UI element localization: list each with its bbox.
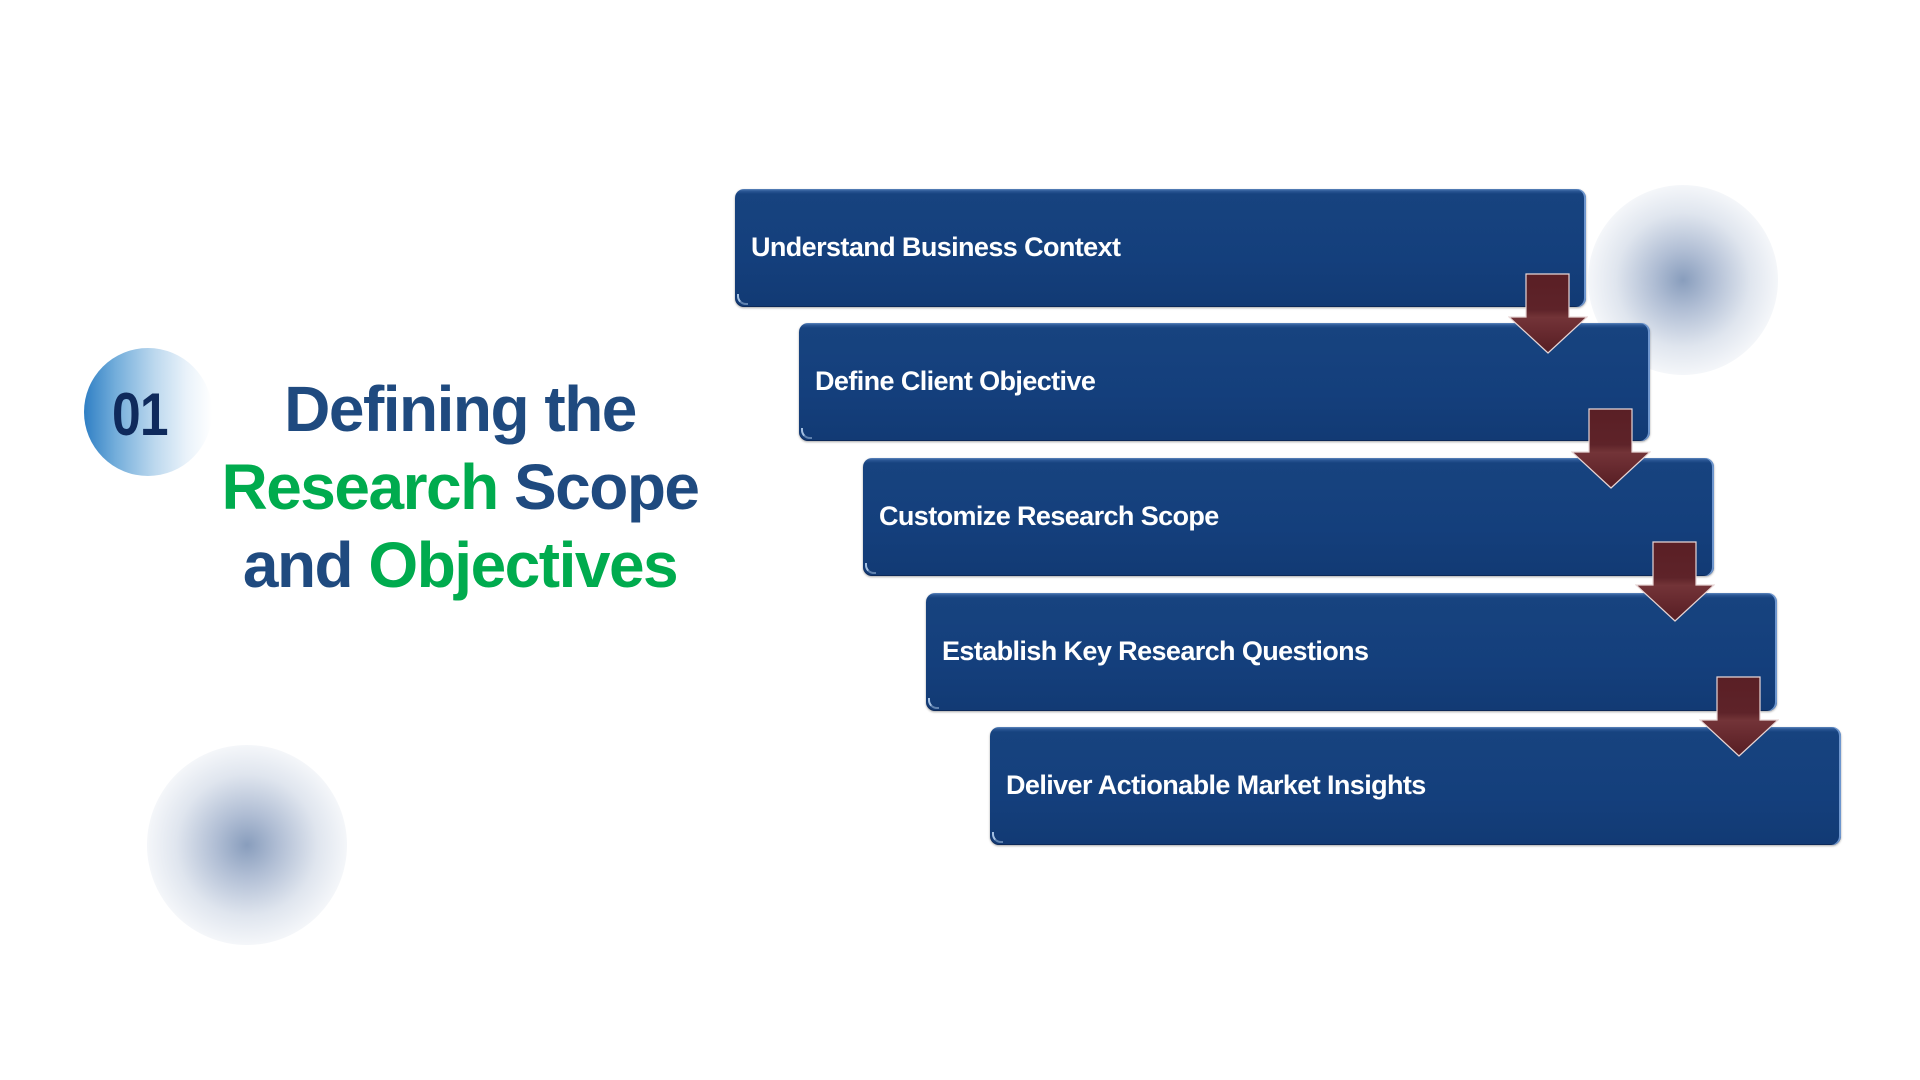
down-arrow-icon [1508, 273, 1588, 354]
title-text: and [242, 529, 354, 601]
process-step-1: Understand Business Context [735, 189, 1586, 307]
title-text: Scope [513, 451, 700, 523]
step-label: Understand Business Context [751, 232, 1121, 262]
section-number: 01 [112, 381, 169, 448]
title-line-2: Research Scope [190, 448, 730, 526]
step-label: Deliver Actionable Market Insights [1006, 770, 1426, 800]
process-step-5: Deliver Actionable Market Insights [990, 727, 1841, 845]
title-highlight: Research [221, 451, 499, 523]
process-step-3: Customize Research Scope [863, 458, 1714, 576]
decorative-blur-bottom-left [147, 745, 347, 945]
down-arrow-icon [1699, 676, 1779, 757]
process-step-2: Define Client Objective [799, 323, 1650, 441]
process-step-4: Establish Key Research Questions [926, 593, 1777, 711]
title-line-1: Defining the [190, 370, 730, 448]
step-label: Customize Research Scope [879, 501, 1219, 531]
step-label: Establish Key Research Questions [942, 636, 1369, 666]
title-text: Defining the [284, 373, 637, 445]
down-arrow-icon [1635, 541, 1715, 622]
title-highlight: Objectives [368, 529, 678, 601]
down-arrow-icon [1571, 408, 1651, 489]
title-line-3: and Objectives [190, 526, 730, 604]
step-label: Define Client Objective [815, 366, 1096, 396]
slide-title: Defining the Research Scope and Objectiv… [190, 370, 730, 604]
section-number-badge [84, 348, 212, 476]
